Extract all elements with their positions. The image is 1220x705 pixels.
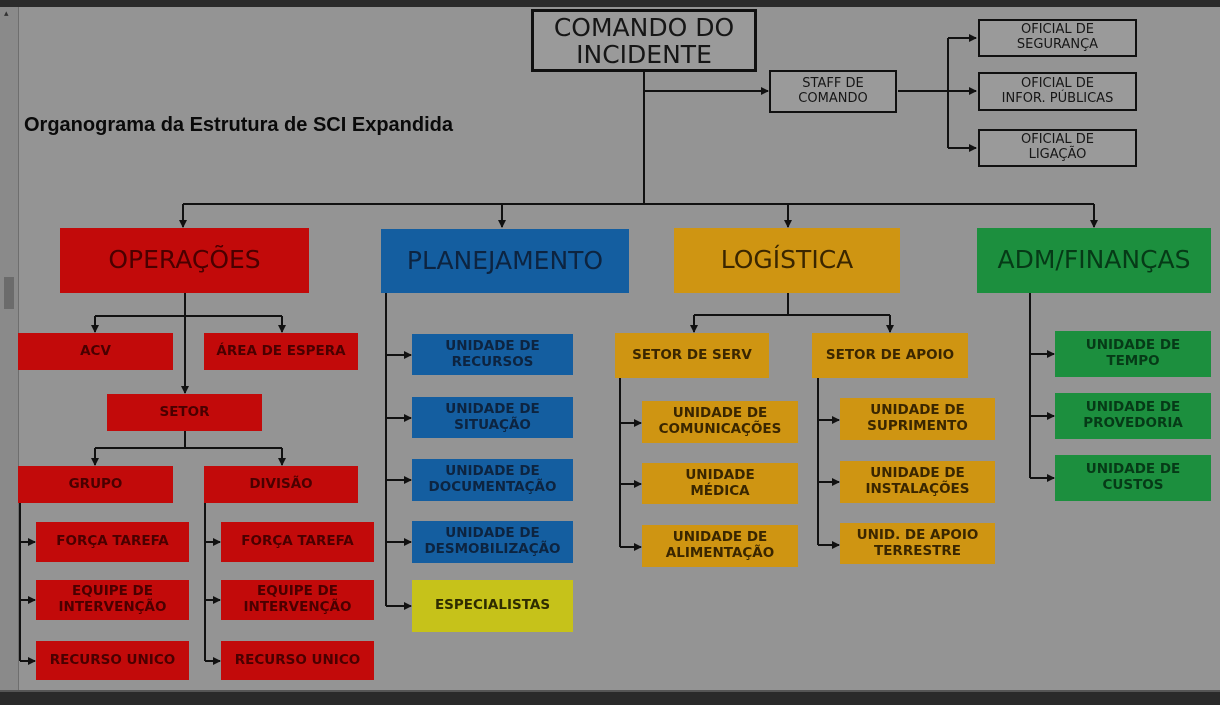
item-line2: PROVEDORIA [1083, 415, 1183, 431]
officer-ligacao: OFICIAL DE LIGAÇÃO [978, 129, 1137, 167]
window-bottom-border [0, 690, 1220, 705]
ops-grupo: GRUPO [18, 466, 173, 503]
item-line1: RECURSO UNICO [234, 651, 361, 668]
log-setor-apoio: SETOR DE APOIO [812, 333, 968, 378]
item-line2: DESMOBILIZAÇÃO [424, 541, 561, 557]
officer-seguranca: OFICIAL DE SEGURANÇA [978, 19, 1137, 57]
ruler-marker-icon: ▴ [4, 9, 9, 19]
item-line1: UNIDADE [685, 466, 755, 483]
item-line1: UNIDADE DE [870, 402, 965, 419]
item-line1: UNID. DE APOIO [856, 526, 979, 543]
officer-infor-publicas: OFICIAL DE INFOR. PÚBLICAS [978, 72, 1137, 111]
left-ruler: ▴ [0, 7, 19, 690]
staff-line1: STAFF DE [802, 75, 864, 91]
log-setor-serv: SETOR DE SERV [615, 333, 769, 378]
officer-line1: OFICIAL DE [1021, 22, 1094, 38]
divisao-recurso-unico: RECURSO UNICO [221, 641, 374, 680]
item-line2: SUPRIMENTO [867, 418, 968, 434]
officer-line2: SEGURANÇA [1016, 37, 1099, 52]
item-line1: UNIDADE DE [445, 400, 540, 417]
item-line2: ALIMENTAÇÃO [665, 545, 775, 561]
officer-line1: OFICIAL DE [1021, 75, 1094, 91]
section-planejamento: PLANEJAMENTO [381, 229, 629, 293]
ops-setor: SETOR [107, 394, 262, 431]
item-line1: EQUIPE DE [72, 583, 153, 600]
item-line1: UNIDADE DE [672, 529, 768, 546]
item-line2: INTERVENÇÃO [243, 599, 352, 615]
item-line2: INTERVENÇÃO [58, 599, 167, 615]
plan-unidade-recursos: UNIDADE DE RECURSOS [412, 334, 573, 375]
item-line1: UNIDADE DE [1085, 399, 1181, 416]
divisao-forca-tarefa: FORÇA TAREFA [221, 522, 374, 562]
item-line2: TEMPO [1106, 353, 1160, 369]
item-line1: UNIDADE DE [445, 525, 540, 542]
log-unidade-suprimento: UNIDADE DE SUPRIMENTO [840, 398, 995, 440]
command-line2: INCIDENTE [576, 39, 712, 69]
ops-acv: ACV [18, 333, 173, 370]
staff-box: STAFF DE COMANDO [769, 70, 897, 113]
item-line1: FORÇA TAREFA [56, 533, 169, 550]
item-line2: TERRESTRE [874, 542, 961, 559]
grupo-forca-tarefa: FORÇA TAREFA [36, 522, 189, 562]
section-adm-financas: ADM/FINANÇAS [977, 228, 1211, 293]
log-unidade-instalacoes: UNIDADE DE INSTALAÇÕES [840, 461, 995, 503]
diagram-title: Organograma da Estrutura de SCI Expandid… [24, 114, 453, 136]
window-top-border [0, 0, 1220, 7]
item-line2: DOCUMENTAÇÃO [428, 479, 557, 495]
item-line1: FORÇA TAREFA [241, 533, 354, 550]
staff-line2: COMANDO [798, 90, 868, 106]
item-line1: UNIDADE DE [445, 337, 540, 354]
item-line2: SITUAÇÃO [454, 416, 531, 433]
log-unidade-alimentacao: UNIDADE DE ALIMENTAÇÃO [642, 525, 798, 567]
item-line2: INSTALAÇÕES [865, 481, 970, 497]
plan-unidade-desmobilizacao: UNIDADE DE DESMOBILIZAÇÃO [412, 521, 573, 563]
section-logistica: LOGÍSTICA [674, 228, 900, 293]
item-line1: RECURSO UNICO [49, 651, 176, 668]
plan-unidade-situacao: UNIDADE DE SITUAÇÃO [412, 397, 573, 438]
divisao-equipe-intervencao: EQUIPE DE INTERVENÇÃO [221, 580, 374, 620]
section-operacoes: OPERAÇÕES [60, 228, 309, 293]
item-line1: EQUIPE DE [257, 583, 338, 600]
ops-divisao: DIVISÃO [204, 466, 358, 503]
item-line1: UNIDADE DE [1085, 337, 1181, 354]
item-line1: UNIDADE DE [672, 405, 768, 422]
plan-unidade-documentacao: UNIDADE DE DOCUMENTAÇÃO [412, 459, 573, 501]
item-line1: UNIDADE DE [870, 465, 965, 482]
item-line1: UNIDADE DE [445, 463, 540, 480]
item-line2: MÉDICA [690, 482, 750, 499]
grupo-recurso-unico: RECURSO UNICO [36, 641, 189, 680]
plan-especialistas: ESPECIALISTAS [412, 580, 573, 632]
ops-area-espera: ÁREA DE ESPERA [204, 333, 358, 370]
item-line2: COMUNICAÇÕES [658, 421, 782, 437]
log-unidade-comunicacoes: UNIDADE DE COMUNICAÇÕES [642, 401, 798, 443]
item-line1: UNIDADE DE [1085, 461, 1181, 478]
command-line1: COMANDO DO [553, 12, 735, 42]
adm-unidade-tempo: UNIDADE DE TEMPO [1055, 331, 1211, 377]
officer-line2: LIGAÇÃO [1028, 147, 1087, 162]
officer-line2: INFOR. PÚBLICAS [1001, 90, 1114, 106]
adm-unidade-custos: UNIDADE DE CUSTOS [1055, 455, 1211, 501]
adm-unidade-provedoria: UNIDADE DE PROVEDORIA [1055, 393, 1211, 439]
officer-line1: OFICIAL DE [1021, 132, 1094, 148]
scroll-thumb[interactable] [4, 277, 14, 309]
log-unid-apoio-terrestre: UNID. DE APOIO TERRESTRE [840, 523, 995, 564]
item-line2: CUSTOS [1102, 477, 1164, 493]
command-box: COMANDO DO INCIDENTE [531, 9, 757, 72]
log-unidade-medica: UNIDADE MÉDICA [642, 463, 798, 504]
item-line2: RECURSOS [451, 353, 534, 370]
grupo-equipe-intervencao: EQUIPE DE INTERVENÇÃO [36, 580, 189, 620]
